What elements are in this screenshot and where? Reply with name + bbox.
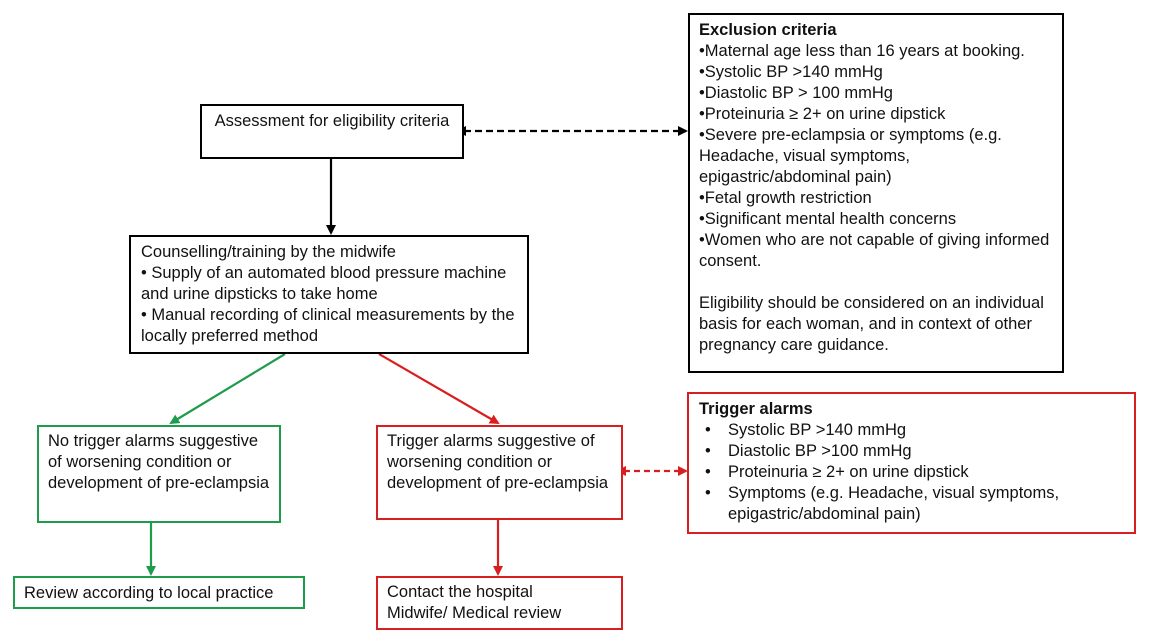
exclusion-item: •Women who are not capable of giving inf…	[699, 231, 1050, 270]
exclusion-title: Exclusion criteria	[699, 21, 837, 39]
counselling-item: • Manual recording of clinical measureme…	[141, 306, 515, 345]
counselling-trigger-arrow	[378, 353, 500, 425]
trigger-alarm-item: Systolic BP >140 mmHg	[699, 420, 1124, 441]
exclusion-item: •Significant mental health concerns	[699, 210, 957, 228]
exclusion-list: •Maternal age less than 16 years at book…	[699, 41, 1053, 272]
exclusion-item: •Severe pre-eclampsia or symptoms (e.g. …	[699, 126, 1002, 186]
assessment-text: Assessment for eligibility criteria	[214, 112, 450, 130]
no-trigger-text: No trigger alarms suggestive of worsenin…	[48, 432, 270, 492]
trigger-alarm-item: Proteinuria ≥ 2+ on urine dipstick	[699, 462, 1124, 483]
trigger-alarms-list: Systolic BP >140 mmHg Diastolic BP >100 …	[699, 420, 1124, 525]
exclusion-item: •Fetal growth restriction	[699, 189, 872, 207]
trigger-alarm-item: Diastolic BP >100 mmHg	[699, 441, 1124, 462]
review-box: Review according to local practice	[13, 576, 305, 609]
trigger-alarms-title: Trigger alarms	[699, 400, 813, 418]
counselling-box: Counselling/training by the midwife • Su…	[129, 235, 529, 354]
contact-line: Midwife/ Medical review	[387, 604, 562, 622]
exclusion-item: •Maternal age less than 16 years at book…	[699, 42, 1025, 60]
exclusion-item: •Systolic BP >140 mmHg	[699, 63, 883, 81]
exclusion-item: •Diastolic BP > 100 mmHg	[699, 84, 893, 102]
contact-line: Contact the hospital	[387, 583, 533, 601]
exclusion-item: •Proteinuria ≥ 2+ on urine dipstick	[699, 105, 946, 123]
counselling-no-trigger-arrow	[169, 353, 286, 425]
no-trigger-box: No trigger alarms suggestive of worsenin…	[37, 425, 281, 523]
exclusion-criteria-box: Exclusion criteria •Maternal age less th…	[688, 13, 1064, 373]
trigger-alarm-item: Symptoms (e.g. Headache, visual symptoms…	[699, 483, 1124, 525]
exclusion-note: Eligibility should be considered on an i…	[699, 294, 1044, 354]
review-text: Review according to local practice	[24, 584, 274, 602]
assessment-box: Assessment for eligibility criteria	[200, 104, 464, 159]
contact-box: Contact the hospital Midwife/ Medical re…	[376, 576, 623, 630]
counselling-title: Counselling/training by the midwife	[141, 243, 396, 261]
trigger-box: Trigger alarms suggestive of worsening c…	[376, 425, 623, 520]
trigger-text: Trigger alarms suggestive of worsening c…	[387, 432, 609, 492]
counselling-item: • Supply of an automated blood pressure …	[141, 264, 507, 303]
trigger-alarms-box: Trigger alarms Systolic BP >140 mmHg Dia…	[687, 392, 1136, 534]
